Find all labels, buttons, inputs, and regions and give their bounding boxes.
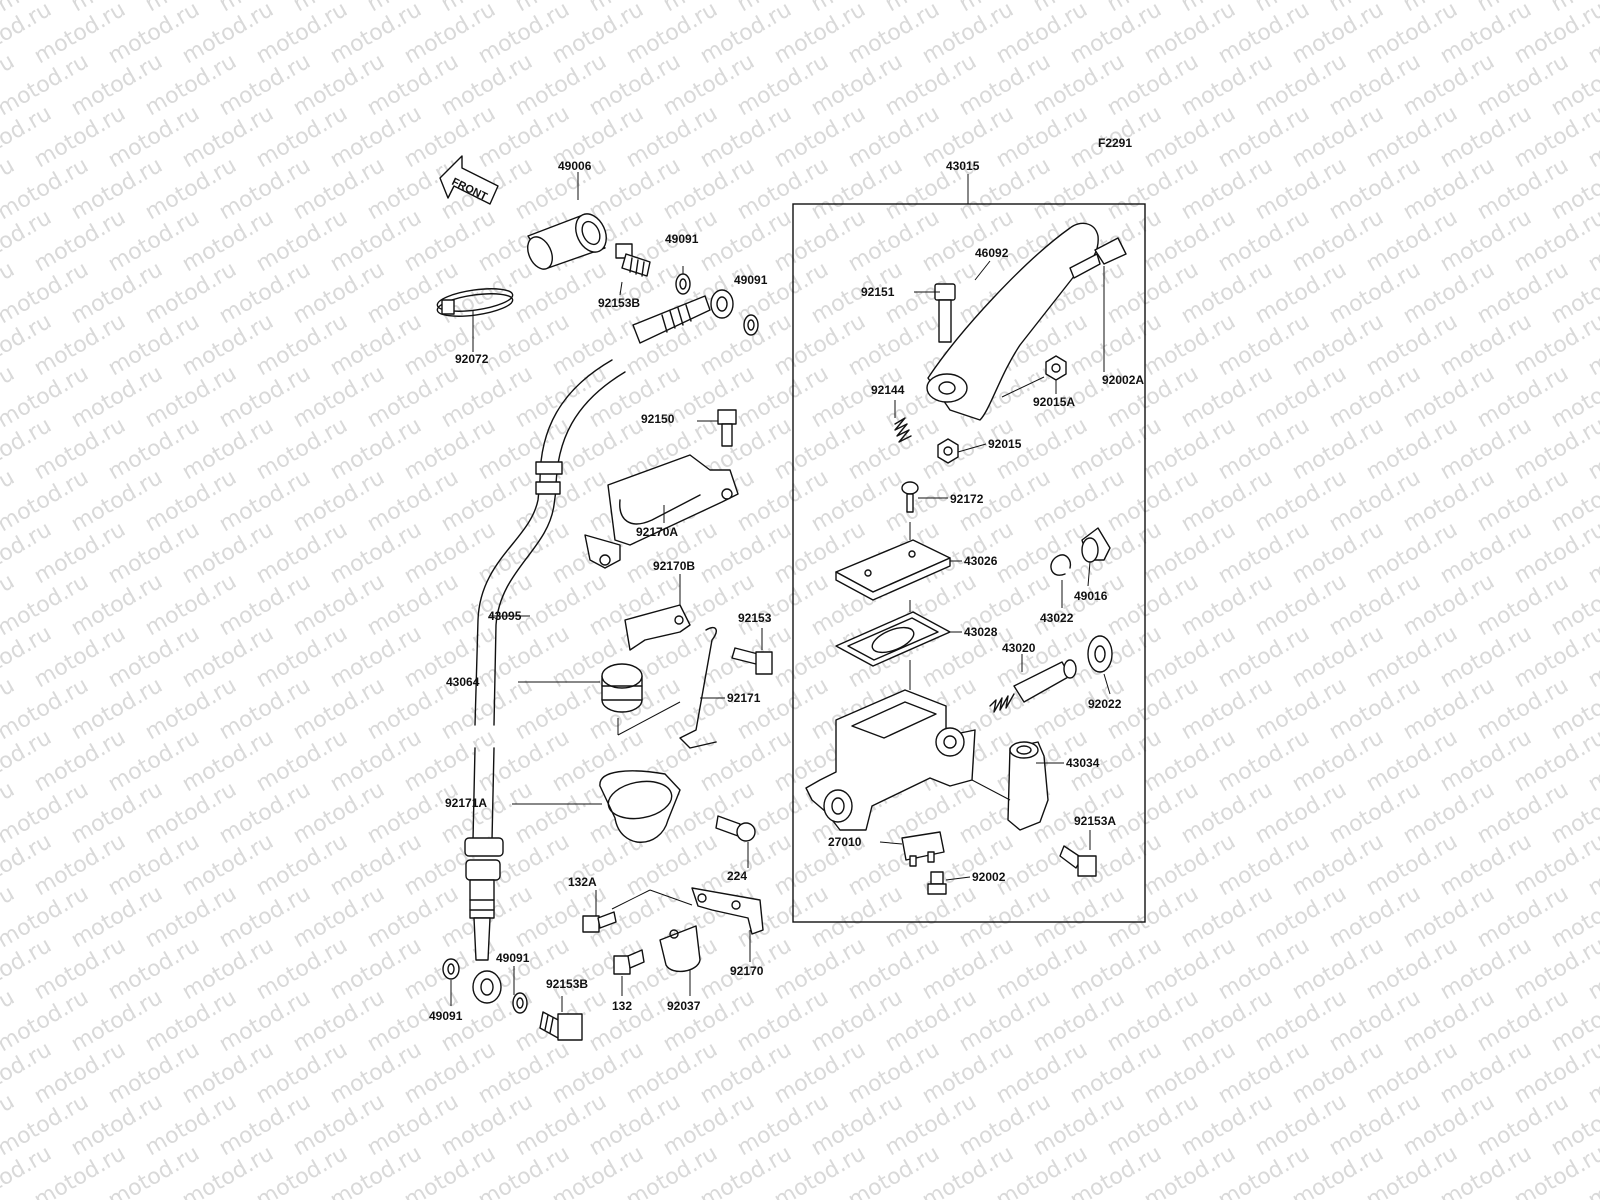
leader-line <box>945 876 971 881</box>
hose-fitting-49006 <box>527 213 607 270</box>
part-label: 132A <box>568 875 597 889</box>
diagram-code: F2291 <box>1098 136 1132 150</box>
nut-92015a <box>1045 355 1067 381</box>
part-label: 43034 <box>1066 756 1100 770</box>
part-label: 43064 <box>446 675 480 689</box>
part-label: 92171A <box>445 796 487 810</box>
label-leader-lines <box>450 172 1111 1012</box>
nut-92015 <box>937 438 959 464</box>
part-label: 92170A <box>636 525 678 539</box>
leader-line <box>957 443 987 453</box>
part-label: 92144 <box>871 383 905 397</box>
washer-49091-a <box>675 273 691 295</box>
part-label: 92170 <box>730 964 764 978</box>
part-label: 92172 <box>950 492 984 506</box>
part-label: 49016 <box>1074 589 1108 603</box>
part-label: 92151 <box>861 285 895 299</box>
part-label: 92072 <box>455 352 489 366</box>
part-label: 43022 <box>1040 611 1074 625</box>
part-label: 92015A <box>1033 395 1075 409</box>
master-cylinder-body <box>805 689 976 831</box>
leader-line <box>1087 561 1091 587</box>
part-label: 92153B <box>598 296 640 310</box>
banjo-bolt-92153b-top <box>615 243 651 277</box>
leader-line <box>879 841 903 845</box>
part-label: 43020 <box>1002 641 1036 655</box>
part-label: 92150 <box>641 412 675 426</box>
part-label: 224 <box>727 869 747 883</box>
screw-92172 <box>901 481 919 513</box>
screw-92002 <box>927 871 947 895</box>
part-label: 43026 <box>964 554 998 568</box>
master-cylinder-assembly-box: 43015 <box>792 159 1146 923</box>
brake-switch-27010 <box>901 831 945 867</box>
part-label: 92153B <box>546 977 588 991</box>
leader-line <box>1103 673 1111 695</box>
leader-line <box>974 260 991 281</box>
washer-92022 <box>1087 635 1113 673</box>
part-label: 92170B <box>653 559 695 573</box>
washer-49091-d <box>512 992 528 1014</box>
part-label: 46092 <box>975 246 1009 260</box>
screw-132a <box>582 911 617 933</box>
screw-224 <box>715 815 756 842</box>
clamp-half-43034 <box>1007 741 1049 831</box>
bolt-92002a <box>1069 237 1127 279</box>
clamp-92170a <box>584 454 739 569</box>
leader-line <box>619 281 623 296</box>
piston-43020 <box>989 659 1077 713</box>
part-labels: 49006 49091 49091 92153B 92072 92150 92170A 921… <box>429 159 1144 1023</box>
part-label: 92171 <box>727 691 761 705</box>
bracket-92170 <box>691 887 764 935</box>
circlip-43022 <box>1050 554 1072 576</box>
part-label: 132 <box>612 999 632 1013</box>
part-label: 92153 <box>738 611 772 625</box>
spring-92144 <box>894 417 912 443</box>
part-label: 27010 <box>828 835 862 849</box>
part-label: 92037 <box>667 999 701 1013</box>
bolt-92153a <box>1059 845 1097 877</box>
part-label: 92015 <box>988 437 1022 451</box>
part-label: 43028 <box>964 625 998 639</box>
part-label: 92002 <box>972 870 1006 884</box>
reservoir-cap-43026 <box>835 539 951 601</box>
part-drawings <box>436 213 1127 1041</box>
clamp-92171a <box>599 770 681 843</box>
part-label: 92153A <box>1074 814 1116 828</box>
screw-132 <box>613 949 645 975</box>
cable-tie-92072 <box>436 288 514 317</box>
dust-boot-49016 <box>1081 527 1111 563</box>
washer-49091-c <box>442 958 460 980</box>
part-label: 49091 <box>734 273 768 287</box>
part-label: 92022 <box>1088 697 1122 711</box>
part-label: 49091 <box>496 951 530 965</box>
washer-49091-b <box>743 314 759 336</box>
spring-92171 <box>679 626 717 749</box>
part-label: 49006 <box>558 159 592 173</box>
bolt-92150 <box>717 409 737 447</box>
part-label: 49091 <box>429 1009 463 1023</box>
hose-upper-fitting <box>632 289 734 344</box>
part-label: 49091 <box>665 232 699 246</box>
assembly-label: 43015 <box>946 159 980 173</box>
brake-lever-46092 <box>926 222 1099 421</box>
clamp-92037 <box>659 925 701 973</box>
brake-hose-43095 <box>464 359 626 1004</box>
bolt-92153 <box>731 647 773 675</box>
part-label: 92002A <box>1102 373 1144 387</box>
grommet-43064 <box>601 663 643 713</box>
banjo-bolt-92153b-lower <box>539 1011 583 1041</box>
pivot-bolt-92151 <box>934 283 956 343</box>
